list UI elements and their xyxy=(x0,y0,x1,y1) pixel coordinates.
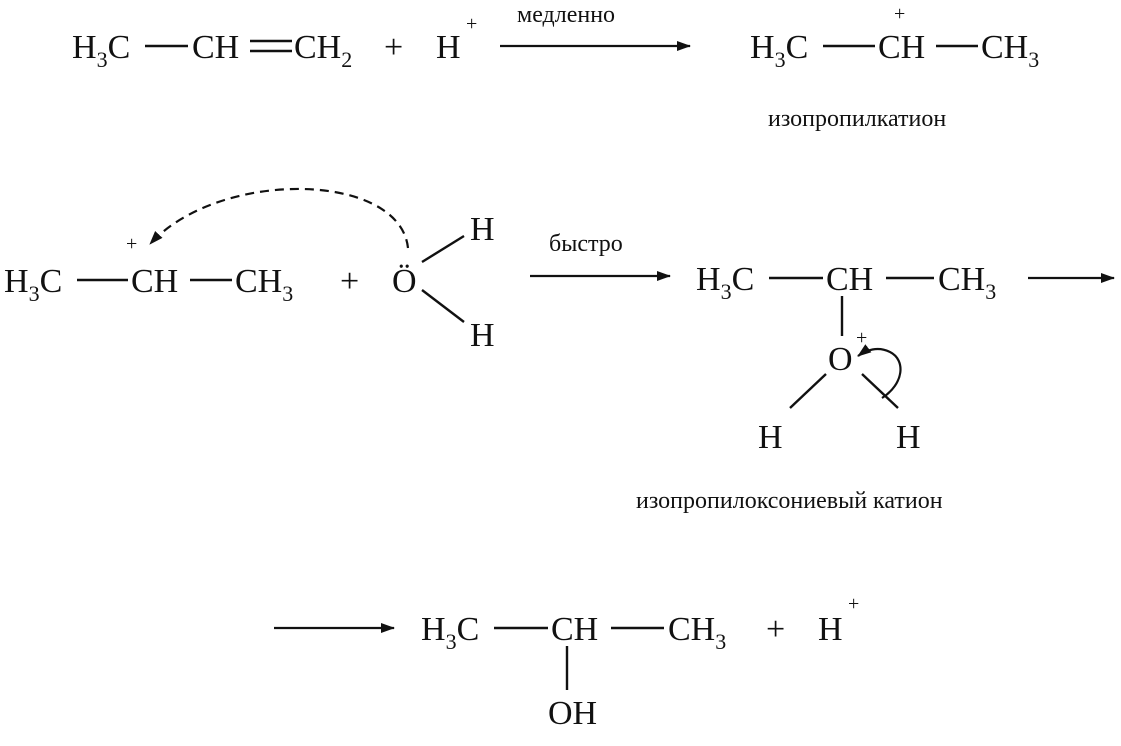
step1-product-ch: CH xyxy=(878,29,925,66)
step2-curved-arrow xyxy=(857,344,902,399)
step2-isopropyl-cation: H3C CH + CH3 xyxy=(4,233,293,306)
step3-proton-charge: + xyxy=(848,593,859,615)
step2-product-h3c: H3C xyxy=(696,261,754,304)
step1-proton: H + xyxy=(436,13,477,66)
step2-plus: + xyxy=(340,263,359,300)
step2-water: Ö H H xyxy=(392,211,495,354)
step3-isopropanol: H3C CH CH3 OH xyxy=(421,611,726,732)
step2-water-bond-bottom xyxy=(421,289,465,323)
step1-propene-h3c: H3C xyxy=(72,29,130,72)
step2-cation-ch3: CH3 xyxy=(235,263,293,306)
step1-propene-ch: CH xyxy=(192,29,239,66)
step3-plus: + xyxy=(766,611,785,648)
step1-plus: + xyxy=(384,29,403,66)
step2-product-h-left: H xyxy=(758,419,783,456)
step2-cation-charge: + xyxy=(126,233,137,255)
step1-propene-ch2: CH2 xyxy=(294,29,352,72)
step2-product-o: O xyxy=(828,341,853,378)
step3-product-ch: CH xyxy=(551,611,598,648)
step2-product-ch3: CH3 xyxy=(938,261,996,304)
step1-propene: H3C CH CH2 xyxy=(72,29,352,72)
step2-arrow-label: быстро xyxy=(549,231,623,257)
step2-product-h-right: H xyxy=(896,419,921,456)
step2-product-o-charge: + xyxy=(856,327,867,349)
step3-product-oh: OH xyxy=(548,695,597,732)
step2-curved-electron-arrow xyxy=(149,187,410,249)
step3-product-ch3: CH3 xyxy=(668,611,726,654)
step2-product-bond-o-hr xyxy=(861,373,899,409)
step2-water-h-top: H xyxy=(470,211,495,248)
step3-proton-h: H xyxy=(818,611,843,648)
step2-cation-ch: CH xyxy=(131,263,178,300)
step2-product-name: изопропилоксониевый катион xyxy=(636,488,943,514)
step3-proton: H + xyxy=(818,593,859,648)
step1-proton-charge: + xyxy=(466,13,477,35)
step1-product-name: изопропилкатион xyxy=(768,106,946,132)
step1-product-h3c: H3C xyxy=(750,29,808,72)
step1-isopropyl-cation: H3C CH + CH3 xyxy=(750,3,1039,72)
step2-cation-h3c: H3C xyxy=(4,263,62,306)
step2-water-h-bottom: H xyxy=(470,317,495,354)
step1-product-charge: + xyxy=(894,3,905,25)
step2-water-o: Ö xyxy=(392,263,417,300)
step3-product-h3c: H3C xyxy=(421,611,479,654)
step2-water-bond-top xyxy=(421,234,465,264)
step1-product-ch3: CH3 xyxy=(981,29,1039,72)
step2-product-ch: CH xyxy=(826,261,873,298)
step2-product-bond-o-hl xyxy=(789,373,827,409)
step2-oxonium-cation: H3C CH CH3 O + H H xyxy=(696,261,996,456)
step1-arrow-label: медленно xyxy=(517,2,615,28)
step1-proton-h: H xyxy=(436,29,461,66)
